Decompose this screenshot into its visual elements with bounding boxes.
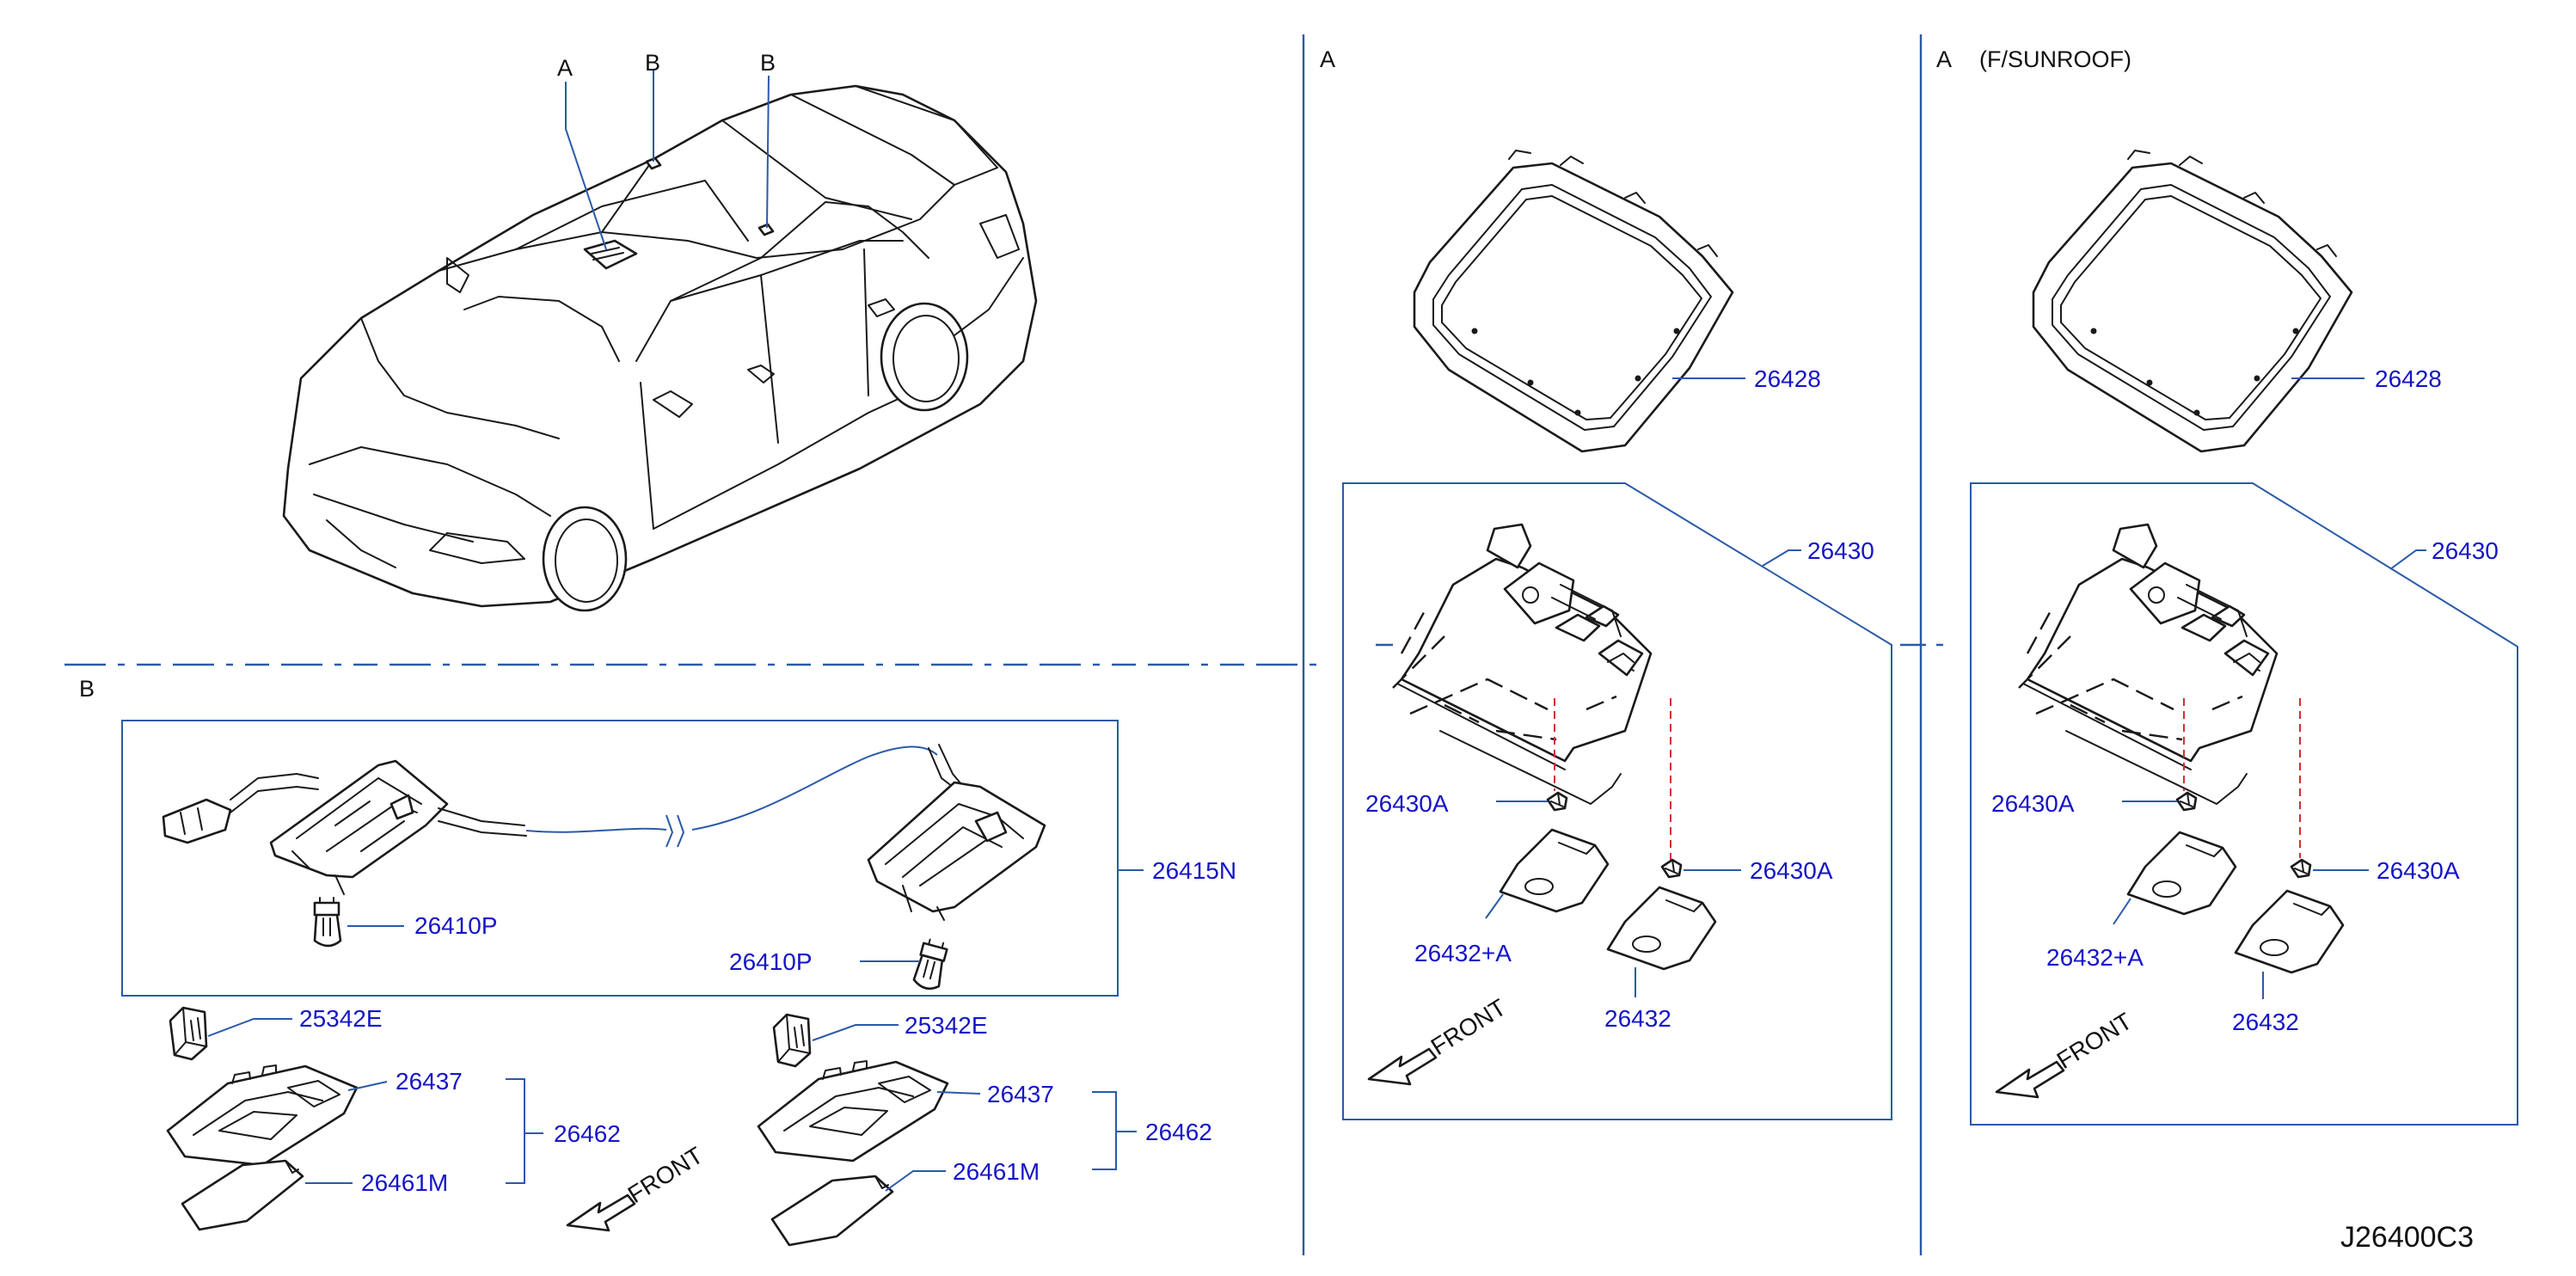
car-callout-leaders: [565, 69, 770, 250]
front-label-sunroof: FRONT: [2052, 1008, 2137, 1074]
label-26415n: 26415N: [1152, 857, 1236, 884]
housing-26437-left: [166, 1064, 359, 1167]
clip-25342e-left: [169, 1006, 208, 1061]
housing-26437-right: [757, 1059, 949, 1163]
section-dividers: [64, 34, 1943, 1255]
car-illustration: [282, 84, 1038, 612]
front-arrow-sunroof: [1995, 1060, 2065, 1099]
label-26432-a: 26432: [1604, 1005, 1671, 1032]
bulb-26410p-left: [313, 896, 342, 948]
bulb-26430a-a-left: [1546, 791, 1568, 812]
lamp-frame-sunroof: [1970, 482, 2518, 1126]
front-arrow-b: [566, 1193, 636, 1232]
label-26430-a: 26430: [1807, 537, 1874, 564]
label-26432a-sunroof: 26432+A: [2046, 944, 2144, 971]
leader-26432a-a: [1485, 893, 1504, 919]
leader-26461m-right: [885, 1170, 946, 1192]
lens-26432a-sunroof: [2126, 831, 2237, 916]
callout-b-2: B: [760, 50, 776, 76]
label-26430a-sunroof-left: 26430A: [1991, 790, 2075, 817]
finisher-26428-sunroof: [2032, 149, 2353, 453]
bracket-26462-right: [1092, 1091, 1137, 1170]
panel-a-heading: A: [1320, 46, 1335, 72]
figure-code: J26400C3: [2340, 1221, 2474, 1254]
finisher-26428-a: [1413, 149, 1734, 453]
leader-26430-sunroof: [2389, 549, 2426, 570]
leader-25342e-right: [812, 1024, 899, 1041]
bulb-26430a-sunroof-left: [2175, 791, 2198, 812]
leader-26437-right: [936, 1091, 981, 1095]
harness-illustration: [162, 744, 1046, 921]
callout-a: A: [557, 55, 573, 81]
label-26428-a: 26428: [1754, 365, 1821, 392]
lens-26432a-a: [1499, 828, 1610, 913]
lamp-frame-a: [1342, 482, 1892, 1120]
callout-b-1: B: [645, 50, 660, 76]
label-26461m-right: 26461M: [953, 1158, 1040, 1185]
panel-sunroof-heading: A: [1936, 46, 1952, 72]
label-26461m-left: 26461M: [361, 1169, 448, 1196]
lamp-26430-a: [1391, 523, 1653, 806]
leader-26430-a: [1762, 549, 1801, 567]
harness-frame: [121, 720, 1119, 997]
lamp-26430-sunroof: [2017, 523, 2279, 806]
front-label-a: FRONT: [1426, 994, 1511, 1060]
bulb-26430a-a-right: [1660, 858, 1683, 879]
label-26410p-right: 26410P: [729, 948, 813, 975]
label-25342e-right: 25342E: [905, 1012, 988, 1039]
leader-25342e-left: [207, 1018, 292, 1037]
label-26430-sunroof: 26430: [2432, 537, 2499, 564]
clip-25342e-right: [772, 1013, 812, 1068]
label-26430a-a-right: 26430A: [1750, 857, 1833, 884]
label-26428-sunroof: 26428: [2375, 365, 2442, 392]
leader-26437-left: [347, 1081, 388, 1091]
lens-26432-a: [1606, 886, 1717, 971]
bulb-26430a-sunroof-right: [2290, 858, 2312, 879]
label-26432a-a: 26432+A: [1414, 940, 1512, 966]
label-26462-right: 26462: [1145, 1119, 1212, 1145]
label-26437-right: 26437: [987, 1081, 1054, 1107]
bracket-26462-left: [506, 1078, 543, 1184]
front-arrow-a: [1367, 1047, 1438, 1086]
panel-sunroof-note: (F/SUNROOF): [1979, 46, 2131, 72]
label-26432-sunroof: 26432: [2232, 1009, 2299, 1035]
label-26410p-left: 26410P: [414, 912, 498, 939]
lens-26432-sunroof: [2234, 889, 2345, 974]
label-26462-left: 26462: [554, 1120, 621, 1147]
label-26430a-a-left: 26430A: [1365, 790, 1449, 817]
section-b-heading: B: [79, 676, 95, 702]
label-26430a-sunroof-right: 26430A: [2377, 857, 2460, 884]
label-25342e-left: 25342E: [299, 1005, 383, 1032]
label-26437-left: 26437: [396, 1068, 463, 1095]
bulb-26410p-right: [911, 936, 952, 993]
front-label-b: FRONT: [623, 1142, 708, 1208]
lens-26461m-right: [770, 1175, 894, 1247]
leader-26432a-sunroof: [2113, 898, 2131, 925]
lens-26461m-left: [181, 1159, 304, 1231]
